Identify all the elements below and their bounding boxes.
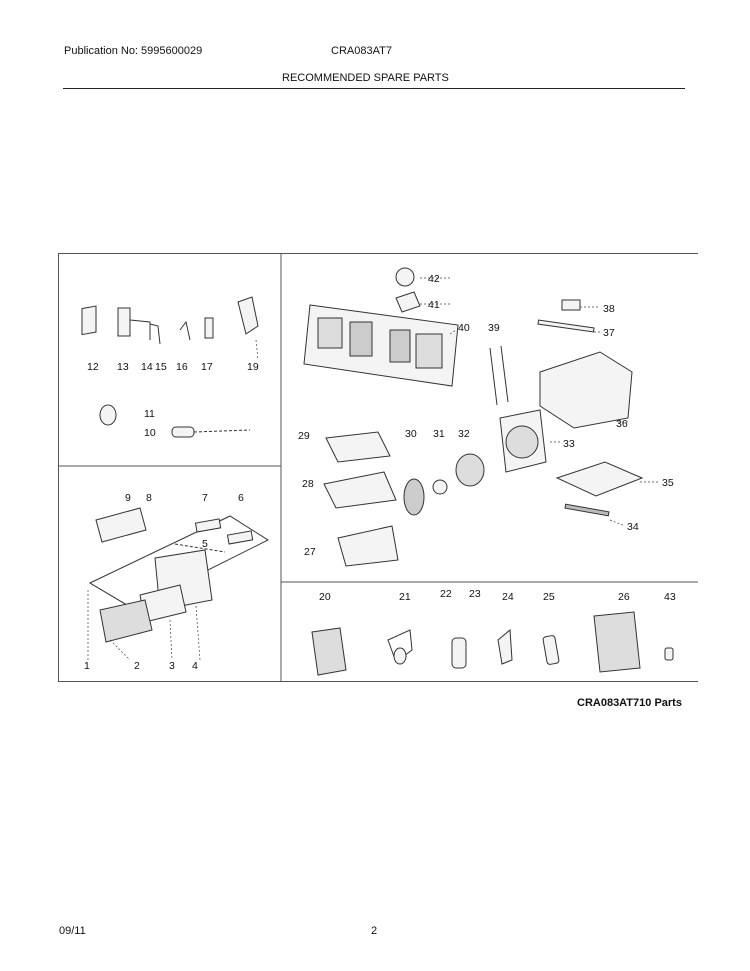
diagram-caption: CRA083AT710 Parts — [577, 697, 682, 709]
label-20: 20 — [319, 591, 331, 603]
label-35: 35 — [662, 477, 674, 489]
label-30: 30 — [405, 428, 417, 440]
label-37: 37 — [603, 327, 615, 339]
label-21: 21 — [399, 591, 411, 603]
label-17: 17 — [201, 361, 213, 373]
label-4: 4 — [192, 660, 198, 672]
label-34: 34 — [627, 521, 639, 533]
label-15: 15 — [155, 361, 167, 373]
diagram-frame — [58, 253, 698, 682]
label-42: 42 — [428, 273, 440, 285]
label-38: 38 — [603, 303, 615, 315]
label-3: 3 — [169, 660, 175, 672]
label-13: 13 — [117, 361, 129, 373]
label-28: 28 — [302, 478, 314, 490]
label-29: 29 — [298, 430, 310, 442]
label-11: 11 — [144, 408, 155, 420]
section-title: RECOMMENDED SPARE PARTS — [282, 72, 449, 84]
header-rule — [63, 88, 685, 89]
label-14: 14 — [141, 361, 153, 373]
leader-lines — [87, 277, 660, 661]
label-5: 5 — [202, 538, 208, 550]
panel-dividers — [58, 253, 698, 682]
part-sketches — [81, 267, 674, 676]
publication-number: Publication No: 5995600029 — [64, 45, 203, 57]
label-22: 22 — [440, 588, 452, 600]
label-23: 23 — [469, 588, 481, 600]
footer-page-number: 2 — [371, 925, 378, 937]
label-6: 6 — [238, 492, 244, 504]
label-25: 25 — [543, 591, 555, 603]
footer-date: 09/11 — [59, 925, 86, 937]
label-33: 33 — [563, 438, 575, 450]
label-24: 24 — [502, 591, 514, 603]
label-7: 7 — [202, 492, 208, 504]
label-16: 16 — [176, 361, 188, 373]
part-number-labels: 42 41 40 39 38 37 36 33 35 34 29 30 31 3… — [84, 273, 676, 672]
label-12: 12 — [87, 361, 99, 373]
label-19: 19 — [247, 361, 259, 373]
label-43: 43 — [664, 591, 676, 603]
label-9: 9 — [125, 492, 131, 504]
label-31: 31 — [433, 428, 445, 440]
label-36: 36 — [616, 418, 628, 430]
label-27: 27 — [304, 546, 316, 558]
label-40: 40 — [458, 322, 470, 334]
label-2: 2 — [134, 660, 140, 672]
label-10: 10 — [144, 427, 156, 439]
model-number: CRA083AT7 — [331, 45, 392, 57]
label-1: 1 — [84, 660, 90, 672]
label-41: 41 — [428, 299, 440, 311]
label-8: 8 — [146, 492, 152, 504]
label-39: 39 — [488, 322, 500, 334]
label-32: 32 — [458, 428, 470, 440]
label-26: 26 — [618, 591, 630, 603]
